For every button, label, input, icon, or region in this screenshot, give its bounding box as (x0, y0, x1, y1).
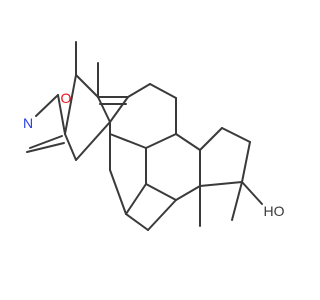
bond (64, 74, 77, 135)
bond (57, 94, 66, 135)
bond (109, 133, 147, 149)
structure-canvas: O N HO (22, 41, 285, 231)
atom-label-group: O N HO (23, 90, 285, 219)
bond (29, 135, 63, 149)
bond (175, 185, 201, 201)
bond (145, 133, 177, 149)
bond (75, 74, 99, 98)
bond (64, 133, 77, 161)
hydroxyl-label: HO (264, 203, 285, 219)
bond (221, 127, 251, 143)
bond (127, 83, 151, 98)
bond (75, 121, 111, 161)
bond (241, 141, 251, 183)
bond (241, 181, 263, 205)
bond (175, 133, 201, 151)
bond (145, 183, 177, 201)
nitrogen-atom-label: N (23, 115, 33, 131)
bond (97, 96, 111, 123)
oxygen-atom-label: O (61, 90, 72, 106)
bond (231, 181, 243, 221)
bond (199, 181, 243, 187)
bond (35, 94, 59, 117)
bond (109, 169, 127, 215)
bond (26, 142, 65, 153)
bond (125, 213, 149, 231)
bond-group (26, 41, 263, 231)
molecule-structure: O N HO (23, 41, 285, 231)
bond (149, 83, 177, 99)
bond (199, 127, 223, 151)
bond (125, 183, 147, 215)
bond (109, 96, 129, 123)
bond (147, 199, 177, 231)
